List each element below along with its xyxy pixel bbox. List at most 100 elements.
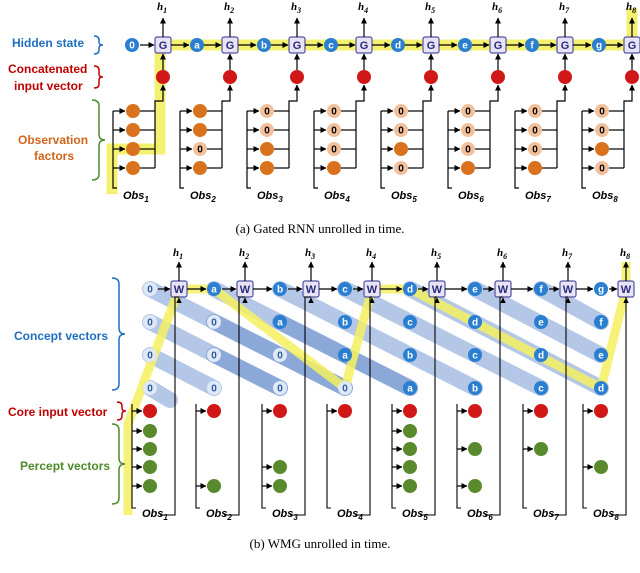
obs-factor-7-2-label: 0 bbox=[532, 126, 538, 137]
concat-brace bbox=[93, 65, 104, 89]
obs-factor-6-1 bbox=[461, 104, 475, 118]
obs-factor-4-3-label: 0 bbox=[331, 145, 337, 156]
w-box-label-3: W bbox=[306, 284, 317, 296]
g-box-label-1: G bbox=[159, 40, 168, 52]
obs-factor-3-4 bbox=[260, 161, 274, 175]
obs-label-b-1: Obs1 bbox=[142, 508, 168, 522]
obs-label-b-3: Obs3 bbox=[272, 508, 298, 522]
concept-node-8-1-label: g bbox=[598, 285, 604, 296]
obs-factor-7-1 bbox=[528, 104, 542, 118]
concept-node-6-3 bbox=[468, 348, 482, 362]
concept-node-6-3-label: c bbox=[472, 351, 478, 362]
concept-band-0 bbox=[142, 281, 353, 396]
state-node-f bbox=[525, 38, 539, 52]
concept-node-8-3 bbox=[594, 348, 608, 362]
obs-factor-5-1-label: 0 bbox=[398, 107, 404, 118]
concept-node-5-4 bbox=[403, 381, 417, 395]
concept-node-3-3 bbox=[273, 348, 287, 362]
state-node-e-label: e bbox=[462, 41, 468, 52]
concept-band-6 bbox=[206, 347, 288, 396]
obs-label-a-6: Obs6 bbox=[458, 190, 484, 204]
state-node-f-label: f bbox=[530, 41, 534, 52]
percept-node-1-3 bbox=[143, 460, 157, 474]
core-input-node-1 bbox=[143, 404, 157, 418]
obs-bracket-left-4 bbox=[313, 111, 318, 189]
obs-factor-1-1 bbox=[126, 104, 140, 118]
obs-label-b-6: Obs6 bbox=[467, 508, 493, 522]
concat-label-line1: Concatenated bbox=[8, 62, 87, 76]
w-collector-5 bbox=[420, 296, 437, 516]
core-input-node-3 bbox=[273, 404, 287, 418]
obs-label-a-4: Obs4 bbox=[324, 190, 350, 204]
state-node-e bbox=[458, 38, 472, 52]
core-brace bbox=[116, 401, 127, 421]
g-box-label-4: G bbox=[360, 40, 369, 52]
concept-node-1-2 bbox=[143, 315, 157, 329]
percept-node-2-4 bbox=[207, 479, 221, 493]
output-h-5: h5 bbox=[425, 1, 435, 15]
obs-collector-3 bbox=[288, 84, 300, 168]
obs-label-a-7: Obs7 bbox=[525, 190, 551, 204]
obs-factor-6-2 bbox=[461, 123, 475, 137]
concept-node-2-4-label: 0 bbox=[211, 384, 217, 395]
output-hb-7: h7 bbox=[562, 247, 573, 261]
obs-factor-2-3 bbox=[193, 142, 207, 156]
state-node-a-label: a bbox=[194, 41, 200, 52]
concept-node-8-2 bbox=[594, 315, 608, 329]
obs-bracket-left-7 bbox=[514, 111, 519, 189]
initial-state-node-a bbox=[125, 38, 139, 52]
g-box-label-5: G bbox=[427, 40, 436, 52]
concept-node-7-4-label: c bbox=[538, 384, 544, 395]
percept-bracket-7 bbox=[522, 404, 527, 509]
percept-node-3-3 bbox=[273, 460, 287, 474]
concept-node-3-3-label: 0 bbox=[277, 351, 283, 362]
panel-a-highlight-path bbox=[106, 8, 638, 194]
obs-collector-4 bbox=[355, 84, 367, 168]
obs-label-b-5: Obs5 bbox=[402, 508, 428, 522]
obs-factor-7-1-label: 0 bbox=[532, 107, 538, 118]
obs-factor-1-2 bbox=[126, 123, 140, 137]
w-box-label-8: W bbox=[621, 284, 632, 296]
w-collector-7 bbox=[551, 296, 568, 516]
concept-node-4-4-label: 0 bbox=[342, 384, 348, 395]
concat-input-node-5 bbox=[424, 70, 438, 84]
output-hb-8: h8 bbox=[620, 247, 630, 261]
state-node-d-label: d bbox=[395, 41, 401, 52]
obs-factor-4-2-label: 0 bbox=[331, 126, 337, 137]
percept-bracket-2 bbox=[195, 404, 200, 509]
concept-node-5-1-label: d bbox=[407, 285, 413, 296]
state-node-c-label: c bbox=[328, 41, 334, 52]
obs-factor-5-2 bbox=[394, 123, 408, 137]
concept-node-7-2-label: e bbox=[538, 318, 544, 329]
output-hb-4: h4 bbox=[366, 247, 376, 261]
percept-node-5-3 bbox=[403, 460, 417, 474]
concat-input-node-2 bbox=[223, 70, 237, 84]
obs-factor-7-2 bbox=[528, 123, 542, 137]
percept-bracket-5 bbox=[391, 404, 396, 509]
obs-label-a-3: Obs3 bbox=[257, 190, 283, 204]
concat-label-line2: input vector bbox=[14, 79, 83, 93]
concept-node-8-3-label: e bbox=[598, 351, 604, 362]
concept-node-3-4-label: 0 bbox=[277, 384, 283, 395]
w-box-label-6: W bbox=[498, 284, 509, 296]
obs-factor-5-4-label: 0 bbox=[398, 164, 404, 175]
obs-factor-4-2 bbox=[327, 123, 341, 137]
core-input-node-4 bbox=[338, 404, 352, 418]
output-h-7: h7 bbox=[559, 1, 570, 15]
obs-label-b-4: Obs4 bbox=[337, 508, 363, 522]
percept-node-5-2 bbox=[403, 442, 417, 456]
concat-input-node-6 bbox=[491, 70, 505, 84]
obs-factor-6-4 bbox=[461, 161, 475, 175]
concept-node-7-3-label: d bbox=[538, 351, 544, 362]
percept-brace bbox=[111, 423, 126, 505]
obs-factor-2-1 bbox=[193, 104, 207, 118]
concept-node-8-4 bbox=[594, 381, 608, 395]
obs-label-a-8: Obs8 bbox=[592, 190, 618, 204]
w-collector-6 bbox=[485, 296, 503, 516]
obs-factor-6-2-label: 0 bbox=[465, 126, 471, 137]
obs-bracket-left-2 bbox=[179, 111, 184, 189]
w-box-label-7: W bbox=[563, 284, 574, 296]
concept-node-3-2-label: a bbox=[277, 318, 283, 329]
state-node-b-label: b bbox=[261, 41, 267, 52]
